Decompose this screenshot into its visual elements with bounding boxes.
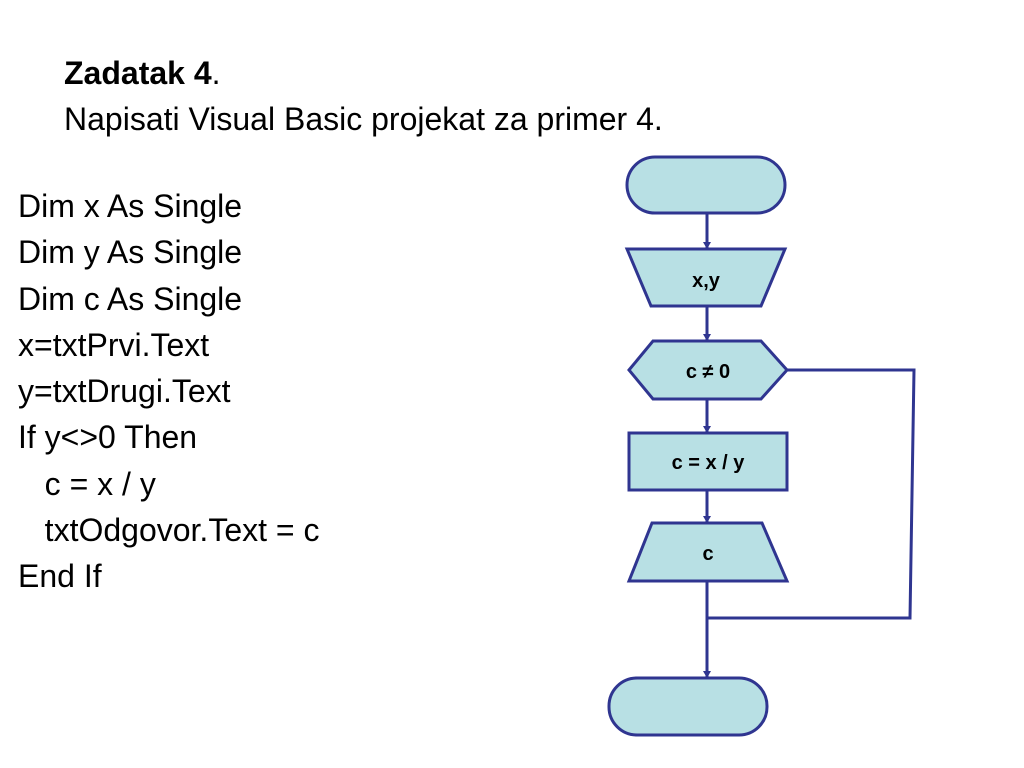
- code-line: Dim x As Single: [18, 188, 243, 224]
- start-terminal: [625, 155, 787, 215]
- input-label: x,y: [692, 270, 721, 292]
- page-title: Zadatak 4.: [64, 50, 663, 96]
- title-suffix: .: [211, 55, 221, 91]
- code-line: x=txtPrvi.Text: [18, 326, 210, 363]
- title-bold: Zadatak 4: [64, 55, 212, 91]
- arrowhead: [703, 671, 711, 678]
- code-listing: Dim x As Single Dim y As Single Dim c As…: [18, 183, 319, 600]
- end-terminal: [607, 676, 769, 737]
- code-line: y=txtDrugi.Text: [18, 373, 231, 410]
- heading: Zadatak 4. Napisati Visual Basic projeka…: [64, 50, 663, 142]
- process-label: c = x / y: [672, 452, 746, 474]
- code-line: End If: [18, 558, 102, 595]
- code-line: Dim c As Single: [18, 280, 243, 317]
- code-line: c = x / y: [18, 465, 156, 502]
- arrowhead: [703, 334, 711, 341]
- code-line: Dim y As Single: [18, 234, 243, 271]
- input-node: [624, 247, 788, 308]
- code-line: txtOdgovor.Text = c: [18, 512, 320, 549]
- arrowhead: [703, 426, 711, 433]
- subtitle: Napisati Visual Basic projekat za primer…: [64, 101, 663, 137]
- connector-bypass: [707, 368, 916, 620]
- code-line: If y<>0 Then: [18, 419, 198, 456]
- output-node: [626, 521, 790, 583]
- arrowhead: [703, 242, 711, 249]
- output-label: c: [702, 543, 713, 565]
- condition-label: c ≠ 0: [686, 361, 730, 383]
- arrowhead: [703, 516, 711, 523]
